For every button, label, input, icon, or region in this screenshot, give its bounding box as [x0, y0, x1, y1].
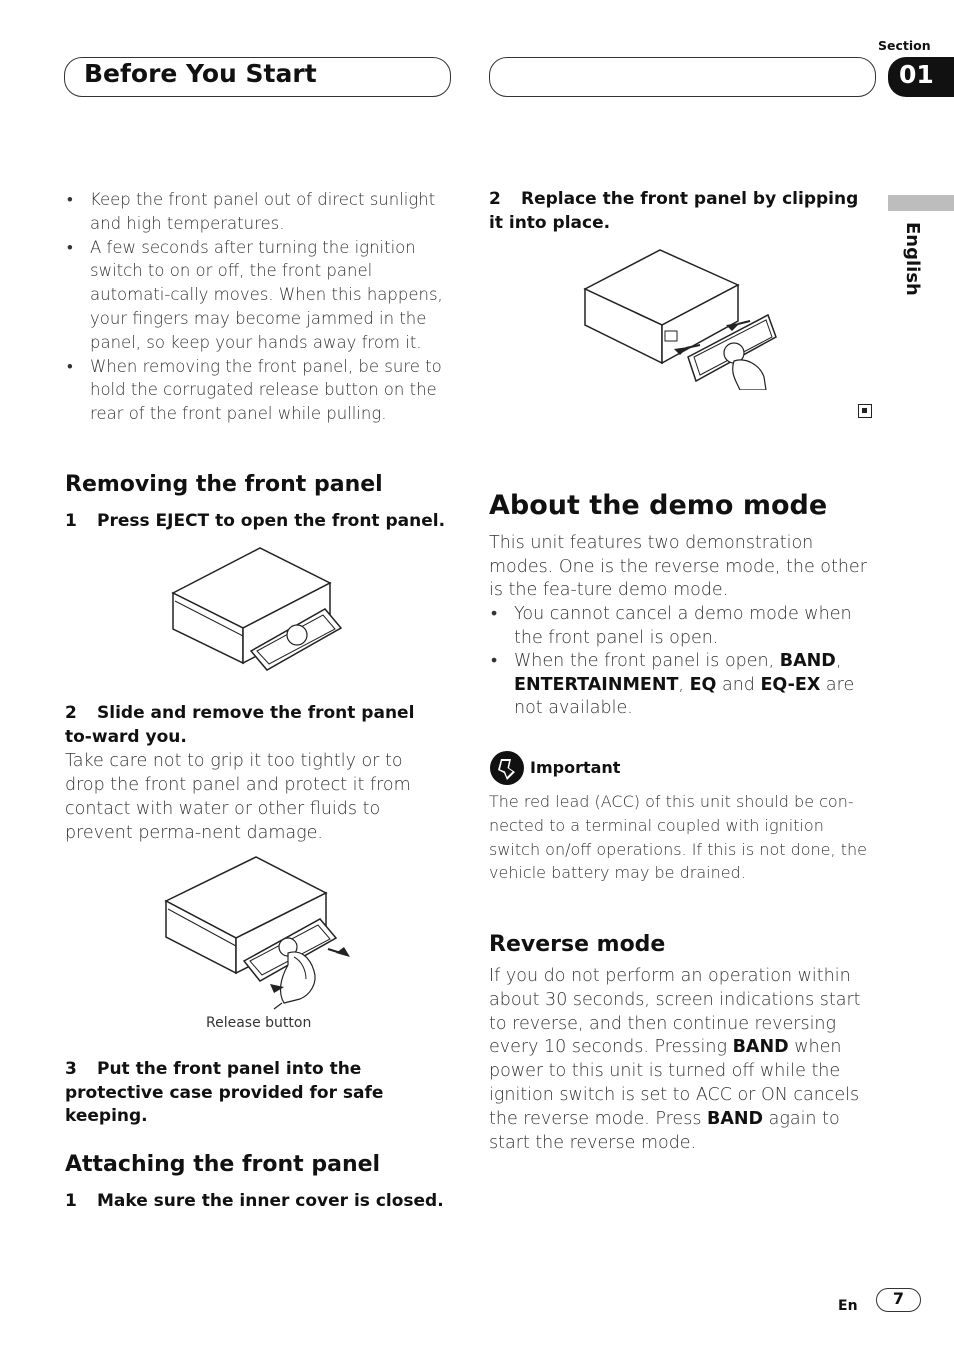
header-empty-box	[489, 57, 876, 97]
page-number: 7	[892, 1289, 905, 1308]
demo-list: You cannot cancel a demo mode when the f…	[489, 603, 874, 721]
list-item: Keep the front panel out of direct sunli…	[65, 188, 455, 236]
attaching-heading: Attaching the front panel	[65, 1152, 381, 1177]
section-badge	[888, 57, 954, 97]
band-keyword: BAND	[779, 651, 836, 672]
reverse-heading: Reverse mode	[489, 932, 666, 957]
release-button-caption: Release button	[206, 1015, 312, 1031]
text-span: ,	[835, 651, 842, 672]
list-item: When the front panel is open, BAND,ENTER…	[489, 650, 874, 721]
page-number-box	[876, 1288, 921, 1312]
text-span: and	[716, 674, 761, 695]
eq-keyword: EQ	[689, 674, 717, 695]
precautions-list: Keep the front panel out of direct sunli…	[65, 188, 455, 426]
demo-heading: About the demo mode	[489, 490, 828, 521]
removing-heading: Removing the front panel	[65, 472, 383, 497]
reverse-text: If you do not perform an operation withi…	[489, 965, 869, 1155]
section-number: 01	[899, 60, 934, 89]
text-span: again to start the reverse mode.	[489, 1108, 840, 1153]
text-span: If you do not perform an operation withi…	[489, 966, 861, 1058]
removing-step-2-body: Take care not to grip it too tightly or …	[65, 751, 411, 843]
band-keyword: BAND	[707, 1108, 764, 1129]
step-number: 3	[65, 1059, 77, 1079]
section-label: Section	[878, 38, 931, 53]
step-number: 2	[489, 189, 501, 209]
step-number: 1	[65, 511, 77, 531]
unit-remove-illustration	[164, 856, 350, 1010]
text-span: when power to this unit is turned off wh…	[489, 1037, 860, 1129]
step-text: Slide and remove the front panel to-ward…	[65, 703, 415, 747]
step-text: Press EJECT to open the front panel.	[97, 511, 446, 531]
page-title: Before You Start	[84, 59, 317, 88]
step-text: Put the front panel into the protective …	[65, 1059, 384, 1126]
unit-replace-illustration	[583, 249, 777, 390]
list-item: A few seconds after turning the ignition…	[65, 236, 455, 355]
text-span: When the front panel is open,	[514, 651, 780, 672]
band-keyword: BAND	[732, 1037, 789, 1058]
step-text: Make sure the inner cover is closed.	[97, 1191, 444, 1211]
footer-language: En	[838, 1298, 858, 1314]
important-label: Important	[530, 758, 621, 777]
important-icon	[490, 751, 524, 785]
removing-step-1: 1 Press EJECT to open the front panel.	[65, 510, 455, 534]
step-number: 2	[65, 703, 77, 723]
entertainment-keyword: ENTERTAINMENT	[514, 674, 679, 695]
attaching-step-1: 1 Make sure the inner cover is closed.	[65, 1190, 455, 1214]
important-text: The red lead (ACC) of this unit should b…	[489, 792, 867, 883]
step-text: Replace the front panel by clipping it i…	[489, 189, 859, 233]
list-item: When removing the front panel, be sure t…	[65, 355, 455, 426]
step-number: 1	[65, 1191, 77, 1211]
language-tab-bar	[888, 195, 954, 211]
text-span: ,	[678, 674, 690, 695]
unit-eject-illustration	[171, 547, 343, 671]
list-item: You cannot cancel a demo mode when the f…	[489, 603, 874, 650]
demo-intro: This unit features two demonstration mod…	[489, 533, 867, 601]
header-title-box	[64, 57, 451, 97]
language-tab-label: English	[902, 222, 923, 296]
end-mark-icon	[858, 404, 872, 418]
eq-ex-keyword: EQ-EX	[760, 674, 821, 695]
text-span: are not available.	[514, 674, 855, 719]
